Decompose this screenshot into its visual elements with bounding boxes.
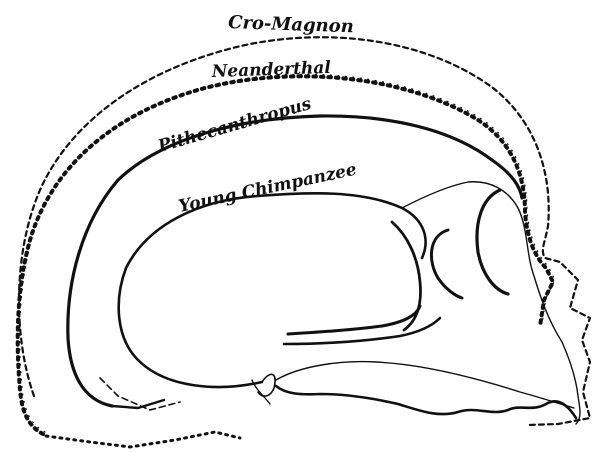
pithecanthropus-outline	[68, 116, 522, 410]
internal-basal-curve	[284, 306, 440, 344]
label-cro-magnon: Cro-Magnon	[228, 12, 354, 37]
young-chimpanzee-outline	[119, 182, 580, 424]
label-pithecanthropus: Pithecanthropus	[155, 94, 314, 157]
label-young-chimpanzee: Young Chimpanzee	[177, 160, 359, 217]
label-neanderthal: Neanderthal	[210, 58, 331, 82]
